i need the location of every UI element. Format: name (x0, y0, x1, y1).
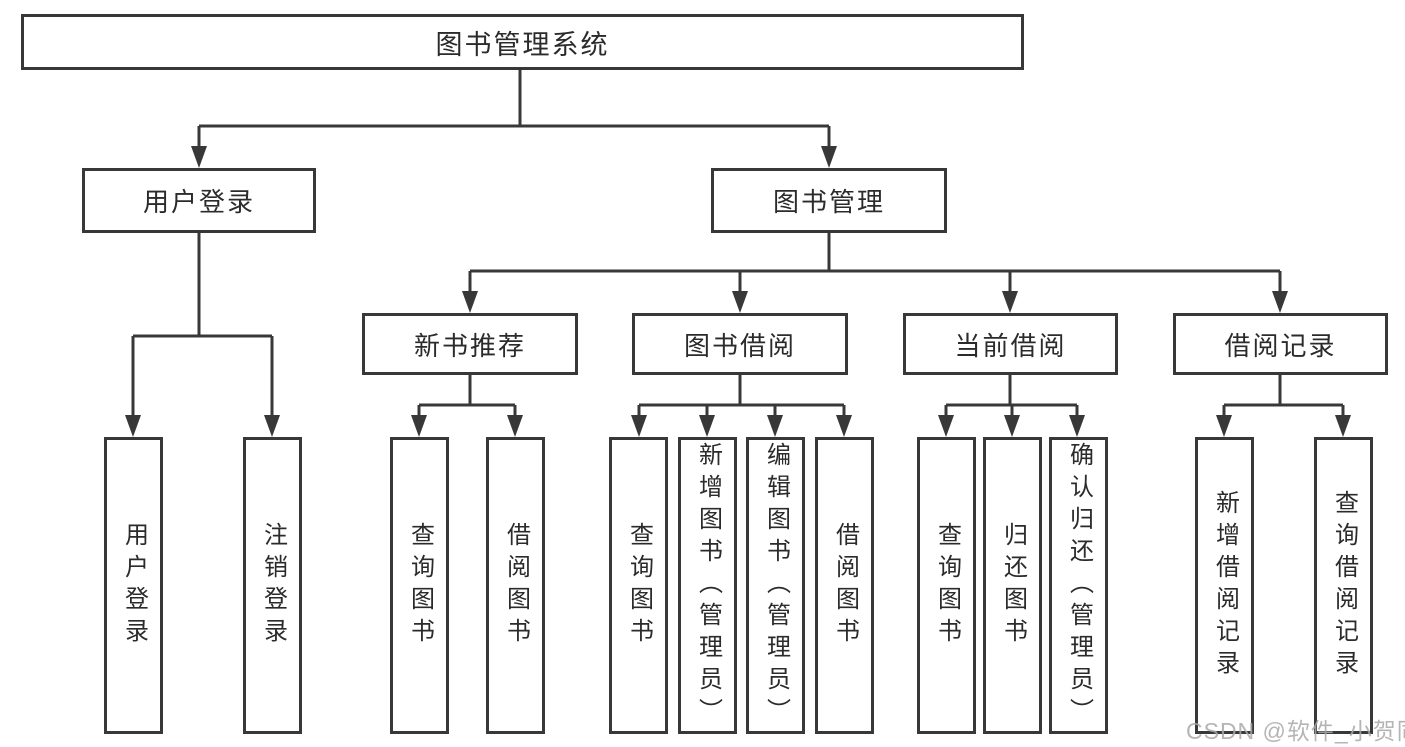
node-user-login-label: 用户登录 (142, 187, 255, 217)
leaf-borrow-query-books-label: 查询图书 (625, 521, 653, 650)
leaf-recommend-borrow-books: 借阅图书 (486, 437, 545, 734)
leaf-confirm-return-admin-label: 确认归还（管理员） (1065, 441, 1093, 730)
leaf-current-query-books: 查询图书 (917, 437, 976, 734)
node-book-management-label: 图书管理 (772, 187, 885, 217)
node-root: 图书管理系统 (21, 14, 1024, 70)
leaf-add-borrow-record: 新增借阅记录 (1195, 437, 1254, 734)
node-current-borrowing-label: 当前借阅 (954, 330, 1067, 361)
leaf-logout: 注销登录 (243, 437, 302, 734)
leaf-return-books: 归还图书 (983, 437, 1042, 734)
leaf-add-books-admin-label: 新增图书（管理员） (694, 441, 722, 730)
leaf-query-borrow-record-label: 查询借阅记录 (1330, 489, 1358, 682)
node-user-login: 用户登录 (82, 168, 316, 233)
leaf-confirm-return-admin: 确认归还（管理员） (1049, 437, 1108, 734)
leaf-user-login-label: 用户登录 (120, 521, 148, 650)
leaf-recommend-query-books: 查询图书 (390, 437, 449, 734)
node-borrowing-records-label: 借阅记录 (1224, 330, 1337, 361)
node-borrowing-records: 借阅记录 (1173, 313, 1388, 375)
leaf-edit-books-admin-label: 编辑图书（管理员） (762, 441, 790, 730)
leaf-logout-label: 注销登录 (259, 521, 287, 650)
leaf-recommend-query-books-label: 查询图书 (406, 521, 434, 650)
leaf-edit-books-admin: 编辑图书（管理员） (746, 437, 805, 734)
leaf-return-books-label: 归还图书 (999, 521, 1027, 650)
leaf-user-login: 用户登录 (104, 437, 163, 734)
leaf-borrow-books: 借阅图书 (815, 437, 874, 734)
node-new-book-recommendation-label: 新书推荐 (413, 330, 526, 361)
node-book-borrowing-label: 图书借阅 (683, 330, 796, 361)
leaf-borrow-query-books: 查询图书 (609, 437, 668, 734)
node-root-label: 图书管理系统 (435, 29, 610, 60)
leaf-query-borrow-record: 查询借阅记录 (1314, 437, 1373, 734)
arrowheads (125, 146, 1351, 437)
leaf-add-books-admin: 新增图书（管理员） (678, 437, 737, 734)
leaf-current-query-books-label: 查询图书 (933, 521, 961, 650)
node-book-management: 图书管理 (711, 168, 947, 233)
node-new-book-recommendation: 新书推荐 (362, 313, 578, 375)
node-book-borrowing: 图书借阅 (632, 313, 848, 375)
node-current-borrowing: 当前借阅 (903, 313, 1118, 375)
leaf-borrow-books-label: 借阅图书 (831, 521, 859, 650)
leaf-add-borrow-record-label: 新增借阅记录 (1211, 489, 1239, 682)
leaf-recommend-borrow-books-label: 借阅图书 (502, 521, 530, 650)
csdn-watermark: CSDN @软件_小贺同学 (1186, 718, 1405, 744)
